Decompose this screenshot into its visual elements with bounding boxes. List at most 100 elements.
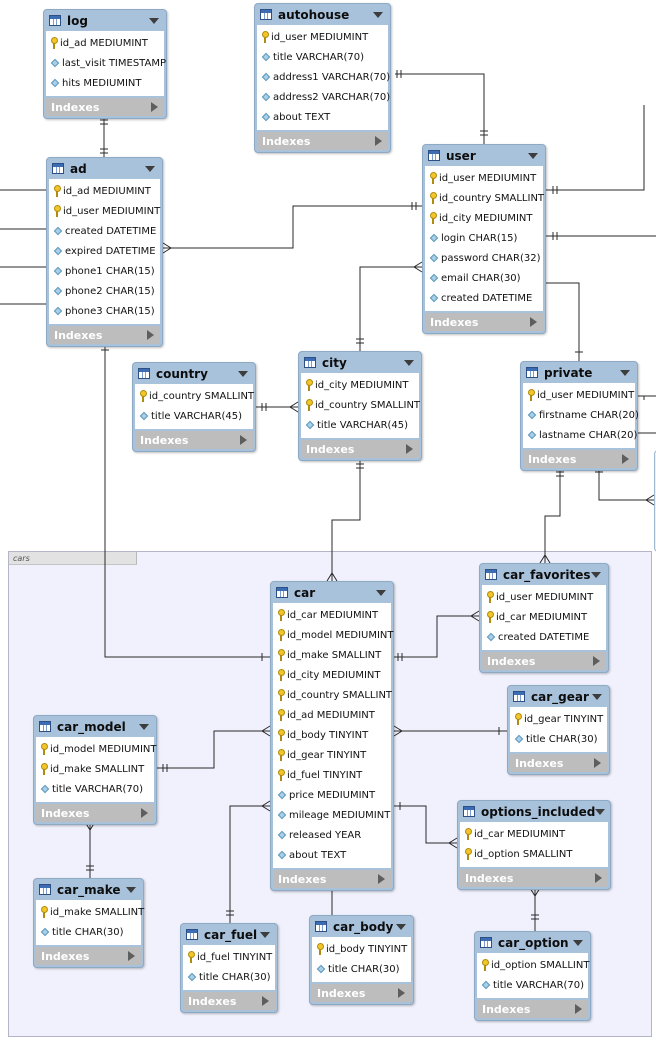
- relationship-connector[interactable]: [359, 266, 422, 351]
- indexes-section[interactable]: Indexes: [36, 947, 141, 965]
- collapse-caret-icon[interactable]: [145, 165, 155, 172]
- relationship-connector[interactable]: [544, 468, 561, 563]
- column-row[interactable]: id_ad MEDIUMINT: [49, 181, 160, 201]
- table-header[interactable]: car: [273, 582, 391, 603]
- column-row[interactable]: created DATETIME: [425, 288, 543, 308]
- column-row[interactable]: id_make SMALLINT: [36, 902, 144, 922]
- indexes-section[interactable]: Indexes: [482, 652, 606, 670]
- expand-arrow-icon[interactable]: [593, 656, 600, 666]
- collapse-caret-icon[interactable]: [238, 370, 248, 377]
- column-row[interactable]: email CHAR(30): [425, 268, 543, 288]
- column-row[interactable]: title VARCHAR(70): [477, 975, 588, 995]
- relationship-connector[interactable]: [394, 805, 457, 844]
- indexes-section[interactable]: Indexes: [510, 754, 607, 772]
- column-row[interactable]: id_city MEDIUMINT: [273, 665, 391, 685]
- table-header[interactable]: car_model: [36, 716, 154, 737]
- expand-arrow-icon[interactable]: [594, 758, 601, 768]
- column-row[interactable]: id_user MEDIUMINT: [49, 201, 160, 221]
- indexes-section[interactable]: Indexes: [36, 804, 154, 822]
- column-row[interactable]: id_user MEDIUMINT: [425, 168, 543, 188]
- indexes-section[interactable]: Indexes: [273, 870, 391, 888]
- indexes-section[interactable]: Indexes: [460, 869, 608, 887]
- column-row[interactable]: login CHAR(15): [425, 228, 543, 248]
- column-row[interactable]: title CHAR(30): [183, 967, 275, 987]
- column-row[interactable]: phone3 CHAR(15): [49, 301, 160, 321]
- relationship-connector[interactable]: [394, 615, 479, 658]
- table-header[interactable]: city: [301, 352, 419, 373]
- column-row[interactable]: price MEDIUMINT: [273, 785, 391, 805]
- column-row[interactable]: phone1 CHAR(15): [49, 261, 160, 281]
- column-row[interactable]: id_user MEDIUMINT: [523, 385, 635, 405]
- expand-arrow-icon[interactable]: [141, 808, 148, 818]
- column-row[interactable]: created DATETIME: [49, 221, 160, 241]
- collapse-caret-icon[interactable]: [373, 11, 383, 18]
- column-row[interactable]: id_ad MEDIUMINT: [46, 33, 164, 53]
- column-row[interactable]: password CHAR(32): [425, 248, 543, 268]
- column-row[interactable]: hits MEDIUMINT: [46, 73, 164, 93]
- table-header[interactable]: log: [46, 10, 164, 31]
- expand-arrow-icon[interactable]: [375, 136, 382, 146]
- table-header[interactable]: car_body: [312, 916, 411, 937]
- collapse-caret-icon[interactable]: [260, 931, 270, 938]
- column-row[interactable]: id_user MEDIUMINT: [257, 27, 388, 47]
- column-row[interactable]: id_country SMALLINT: [301, 395, 420, 415]
- table-header[interactable]: car_make: [36, 879, 141, 900]
- column-row[interactable]: id_car MEDIUMINT: [273, 605, 391, 625]
- column-row[interactable]: mileage MEDIUMINT: [273, 805, 391, 825]
- relationship-connector[interactable]: [104, 341, 270, 658]
- column-row[interactable]: id_ad MEDIUMINT: [273, 705, 391, 725]
- column-row[interactable]: id_make SMALLINT: [273, 645, 391, 665]
- column-row[interactable]: id_car MEDIUMINT: [460, 824, 608, 844]
- column-row[interactable]: expired DATETIME: [49, 241, 160, 261]
- relationship-connector[interactable]: [157, 730, 270, 769]
- column-row[interactable]: id_country SMALLINT: [135, 386, 254, 406]
- table-header[interactable]: user: [425, 145, 543, 166]
- collapse-caret-icon[interactable]: [396, 923, 406, 930]
- collapse-caret-icon[interactable]: [573, 939, 583, 946]
- relationship-connector[interactable]: [546, 282, 580, 361]
- collapse-caret-icon[interactable]: [126, 886, 136, 893]
- collapse-caret-icon[interactable]: [595, 808, 606, 815]
- column-row[interactable]: id_model MEDIUMINT: [36, 739, 157, 759]
- column-row[interactable]: about TEXT: [257, 107, 388, 127]
- collapse-caret-icon[interactable]: [591, 571, 601, 578]
- indexes-section[interactable]: Indexes: [257, 132, 388, 150]
- column-row[interactable]: title VARCHAR(45): [301, 415, 419, 435]
- relationship-connector[interactable]: [395, 73, 485, 144]
- relationship-connector[interactable]: [163, 205, 422, 249]
- collapse-caret-icon[interactable]: [376, 589, 386, 596]
- column-row[interactable]: id_city MEDIUMINT: [301, 375, 419, 395]
- indexes-section[interactable]: Indexes: [477, 1000, 588, 1018]
- column-row[interactable]: id_fuel TINYINT: [183, 947, 275, 967]
- column-row[interactable]: firstname CHAR(20): [523, 405, 639, 425]
- indexes-section[interactable]: Indexes: [523, 450, 635, 468]
- indexes-section[interactable]: Indexes: [183, 992, 275, 1010]
- column-row[interactable]: title CHAR(30): [510, 729, 607, 749]
- table-header[interactable]: car_favorites: [482, 564, 606, 585]
- table-header[interactable]: ad: [49, 158, 160, 179]
- relationship-connector[interactable]: [546, 105, 645, 191]
- indexes-section[interactable]: Indexes: [301, 440, 419, 458]
- expand-arrow-icon[interactable]: [595, 873, 602, 883]
- table-header[interactable]: private: [523, 362, 635, 383]
- column-row[interactable]: title CHAR(30): [36, 922, 141, 942]
- column-row[interactable]: id_body TINYINT: [273, 725, 391, 745]
- column-row[interactable]: title VARCHAR(45): [135, 406, 253, 426]
- column-row[interactable]: address2 VARCHAR(70): [257, 87, 390, 107]
- indexes-section[interactable]: Indexes: [46, 98, 164, 116]
- table-header[interactable]: autohouse: [257, 4, 388, 25]
- column-row[interactable]: address1 VARCHAR(70): [257, 67, 390, 87]
- collapse-caret-icon[interactable]: [149, 17, 159, 24]
- indexes-section[interactable]: Indexes: [312, 984, 411, 1002]
- column-row[interactable]: id_city MEDIUMINT: [425, 208, 543, 228]
- collapse-caret-icon[interactable]: [620, 369, 630, 376]
- expand-arrow-icon[interactable]: [530, 317, 537, 327]
- relationship-connector[interactable]: [598, 468, 654, 501]
- expand-arrow-icon[interactable]: [147, 330, 154, 340]
- expand-arrow-icon[interactable]: [406, 444, 413, 454]
